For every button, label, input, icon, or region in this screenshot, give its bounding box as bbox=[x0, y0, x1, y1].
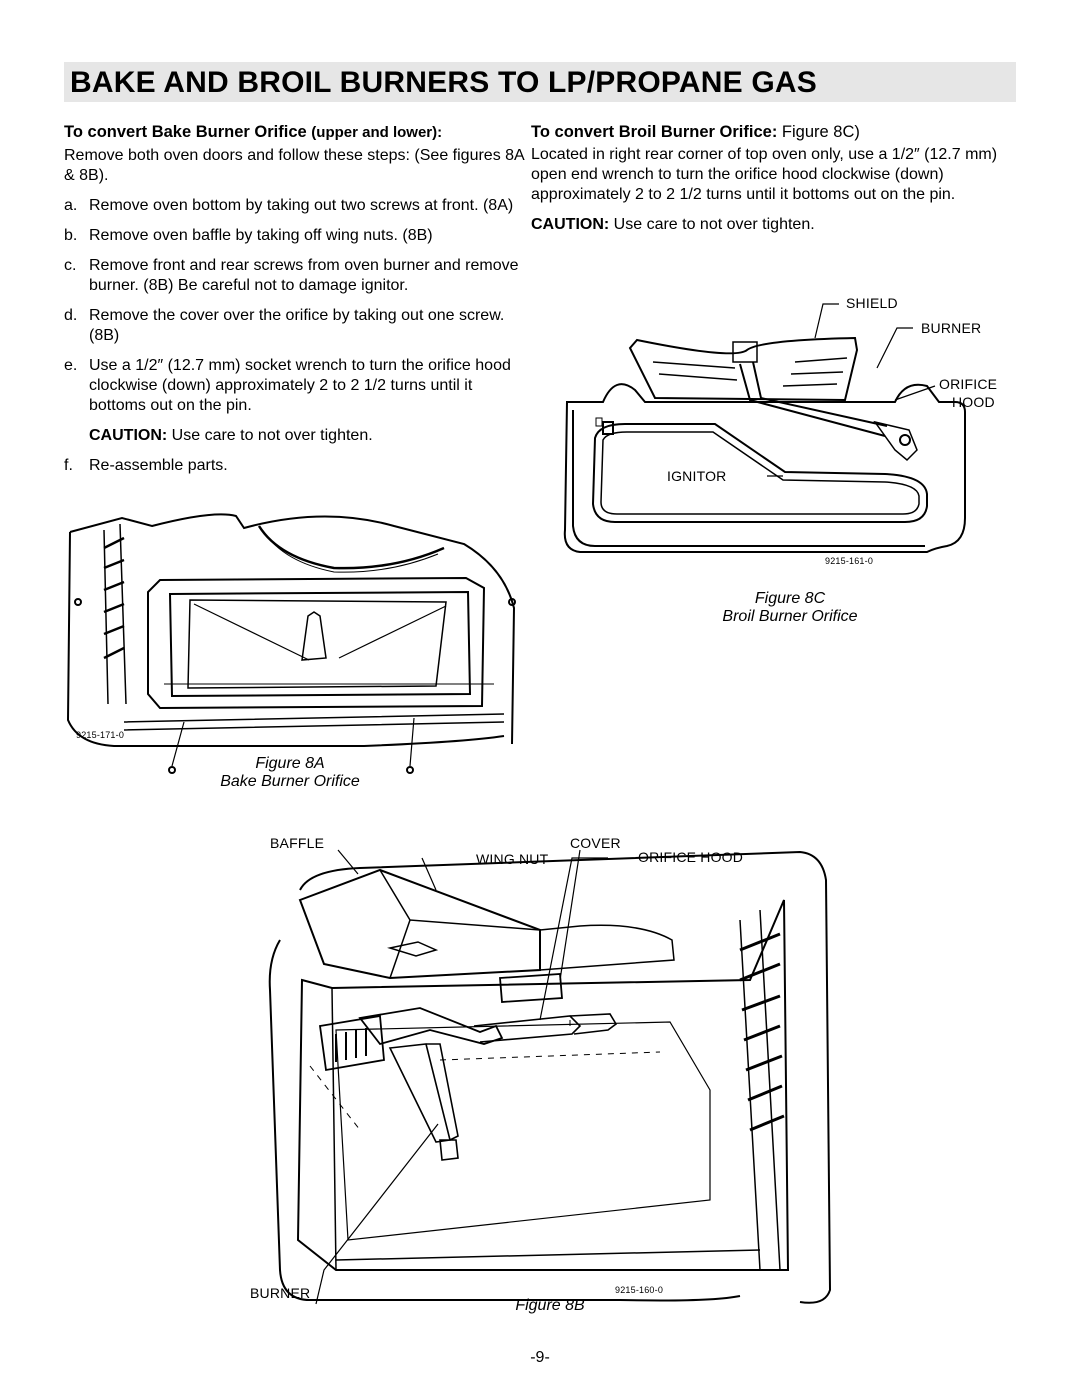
figure-8b-baffle-label: BAFFLE bbox=[270, 835, 325, 851]
title-banner: BAKE AND BROIL BURNERS TO LP/PROPANE GAS bbox=[64, 62, 1016, 102]
figure-8c-orifice-label: ORIFICE bbox=[939, 376, 998, 392]
figure-8b-illustration: BAFFLE WING NUT COVER ORIFICE HOOD BURNE… bbox=[240, 830, 840, 1320]
figure-8c-ignitor-label: IGNITOR bbox=[667, 468, 727, 484]
figure-8b-caption: Figure 8B bbox=[515, 1297, 585, 1314]
step-item: e.Use a 1/2″ (12.7 mm) socket wrench to … bbox=[64, 357, 511, 414]
broil-burner-drawing bbox=[563, 303, 966, 553]
figure-8a-part-number: 9215-171-0 bbox=[76, 730, 125, 740]
figure-8b-burner-label: BURNER bbox=[250, 1285, 311, 1301]
figure-8c-hood-label: HOOD bbox=[952, 394, 995, 410]
figure-8c-illustration: SHIELD BURNER ORIFICE HOOD IGNITOR 9215-… bbox=[555, 290, 1005, 580]
bake-heading: To convert Bake Burner Orifice (upper an… bbox=[64, 123, 443, 141]
bake-intro: Remove both oven doors and follow these … bbox=[64, 147, 524, 184]
step-item: a.Remove oven bottom by taking out two s… bbox=[64, 197, 514, 214]
oven-bottom-drawing bbox=[66, 513, 516, 774]
bake-caution: CAUTION: Use care to not over tighten. bbox=[89, 427, 373, 444]
broil-section: To convert Broil Burner Orifice: Figure … bbox=[531, 122, 1001, 245]
figure-8b-orifice-hood-label: ORIFICE HOOD bbox=[638, 849, 744, 865]
broil-caution: CAUTION: Use care to not over tighten. bbox=[531, 216, 815, 233]
step-item: c.Remove front and rear screws from oven… bbox=[64, 257, 519, 294]
figure-8a-caption: Figure 8A Bake Burner Orifice bbox=[220, 755, 360, 790]
figure-8c-shield-label: SHIELD bbox=[846, 295, 898, 311]
figure-8b-part-number: 9215-160-0 bbox=[615, 1285, 664, 1295]
step-item: f.Re-assemble parts. bbox=[64, 457, 228, 474]
bake-section: To convert Bake Burner Orifice (upper an… bbox=[64, 122, 526, 486]
figure-8c-caption: Figure 8C Broil Burner Orifice bbox=[722, 590, 858, 625]
broil-heading: To convert Broil Burner Orifice: Figure … bbox=[531, 123, 860, 141]
broil-body: Located in right rear corner of top oven… bbox=[531, 146, 998, 203]
figure-8b-cover-label: COVER bbox=[570, 835, 621, 851]
page-number: -9- bbox=[530, 1349, 550, 1366]
oven-interior-drawing bbox=[268, 849, 832, 1305]
step-item: d.Remove the cover over the orifice by t… bbox=[64, 307, 505, 344]
step-item: b.Remove oven baffle by taking off wing … bbox=[64, 227, 433, 244]
figure-8c-part-number: 9215-161-0 bbox=[825, 556, 874, 566]
bake-steps: a.Remove oven bottom by taking out two s… bbox=[64, 196, 526, 416]
figure-8b-wing-nut-label: WING NUT bbox=[476, 851, 549, 867]
figure-8a-illustration: 9215-171-0 bbox=[64, 508, 526, 776]
figure-8c-burner-label: BURNER bbox=[921, 320, 982, 336]
page-title: BAKE AND BROIL BURNERS TO LP/PROPANE GAS bbox=[70, 66, 817, 99]
